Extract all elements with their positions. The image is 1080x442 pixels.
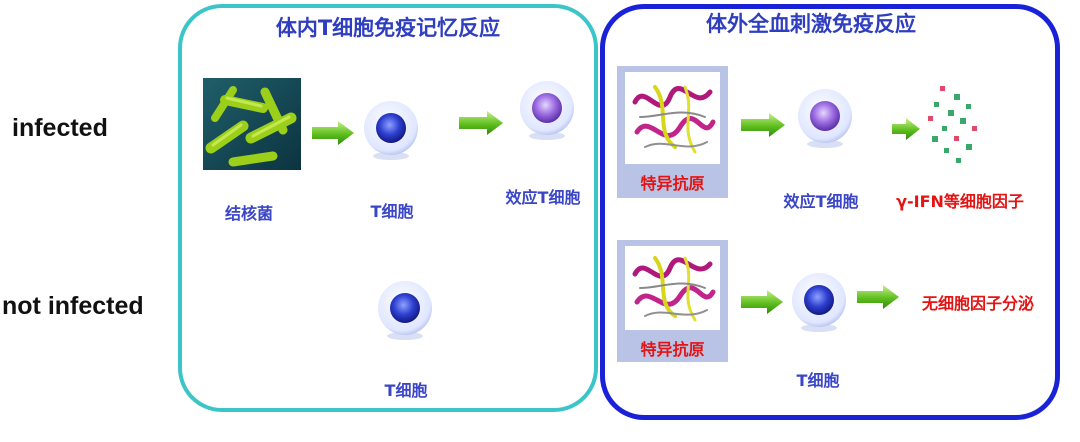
- effector-t-cell-icon: [798, 89, 852, 148]
- protein-antigen-icon: [625, 72, 720, 164]
- no-cytokine-label: 无细胞因子分泌: [921, 294, 1035, 313]
- t-cell-icon: [378, 281, 432, 340]
- row-label-not-infected: not infected: [2, 292, 144, 320]
- cytokine-particles-icon: [928, 86, 977, 163]
- panel-in-vivo: [178, 4, 598, 412]
- tuberculosis-bacteria-icon: [203, 78, 301, 170]
- row-label-infected: infected: [12, 114, 108, 142]
- antigen-card: 特异抗原: [617, 66, 728, 198]
- antigen-label: 特异抗原: [640, 174, 705, 193]
- effector-t-cell-label: 效应T细胞: [505, 188, 581, 207]
- panel-in-vitro-title: 体外全血刺激免疫反应: [706, 12, 916, 36]
- arrow-right-icon: [741, 290, 783, 314]
- antigen-card-2: 特异抗原: [617, 240, 728, 362]
- t-cell-label-3: T细胞: [796, 371, 840, 390]
- t-cell-label: T细胞: [370, 202, 414, 221]
- effector-t-cell-label-2: 效应T细胞: [783, 192, 859, 211]
- protein-antigen-icon: [625, 246, 720, 330]
- t-cell-icon: [364, 101, 418, 160]
- arrow-right-icon: [857, 285, 899, 309]
- arrow-right-icon: [312, 121, 354, 145]
- t-cell-icon: [792, 273, 846, 332]
- arrow-right-icon: [459, 111, 503, 135]
- panel-in-vivo-title: 体内T细胞免疫记忆反应: [275, 16, 501, 40]
- antigen-label-2: 特异抗原: [640, 340, 705, 359]
- tb-label: 结核菌: [224, 204, 274, 223]
- arrow-right-icon: [892, 118, 920, 140]
- effector-t-cell-icon: [520, 81, 574, 140]
- arrow-right-icon: [741, 113, 785, 137]
- cytokine-label: γ-IFN等细胞因子: [896, 192, 1024, 211]
- t-cell-label-2: T细胞: [384, 381, 428, 400]
